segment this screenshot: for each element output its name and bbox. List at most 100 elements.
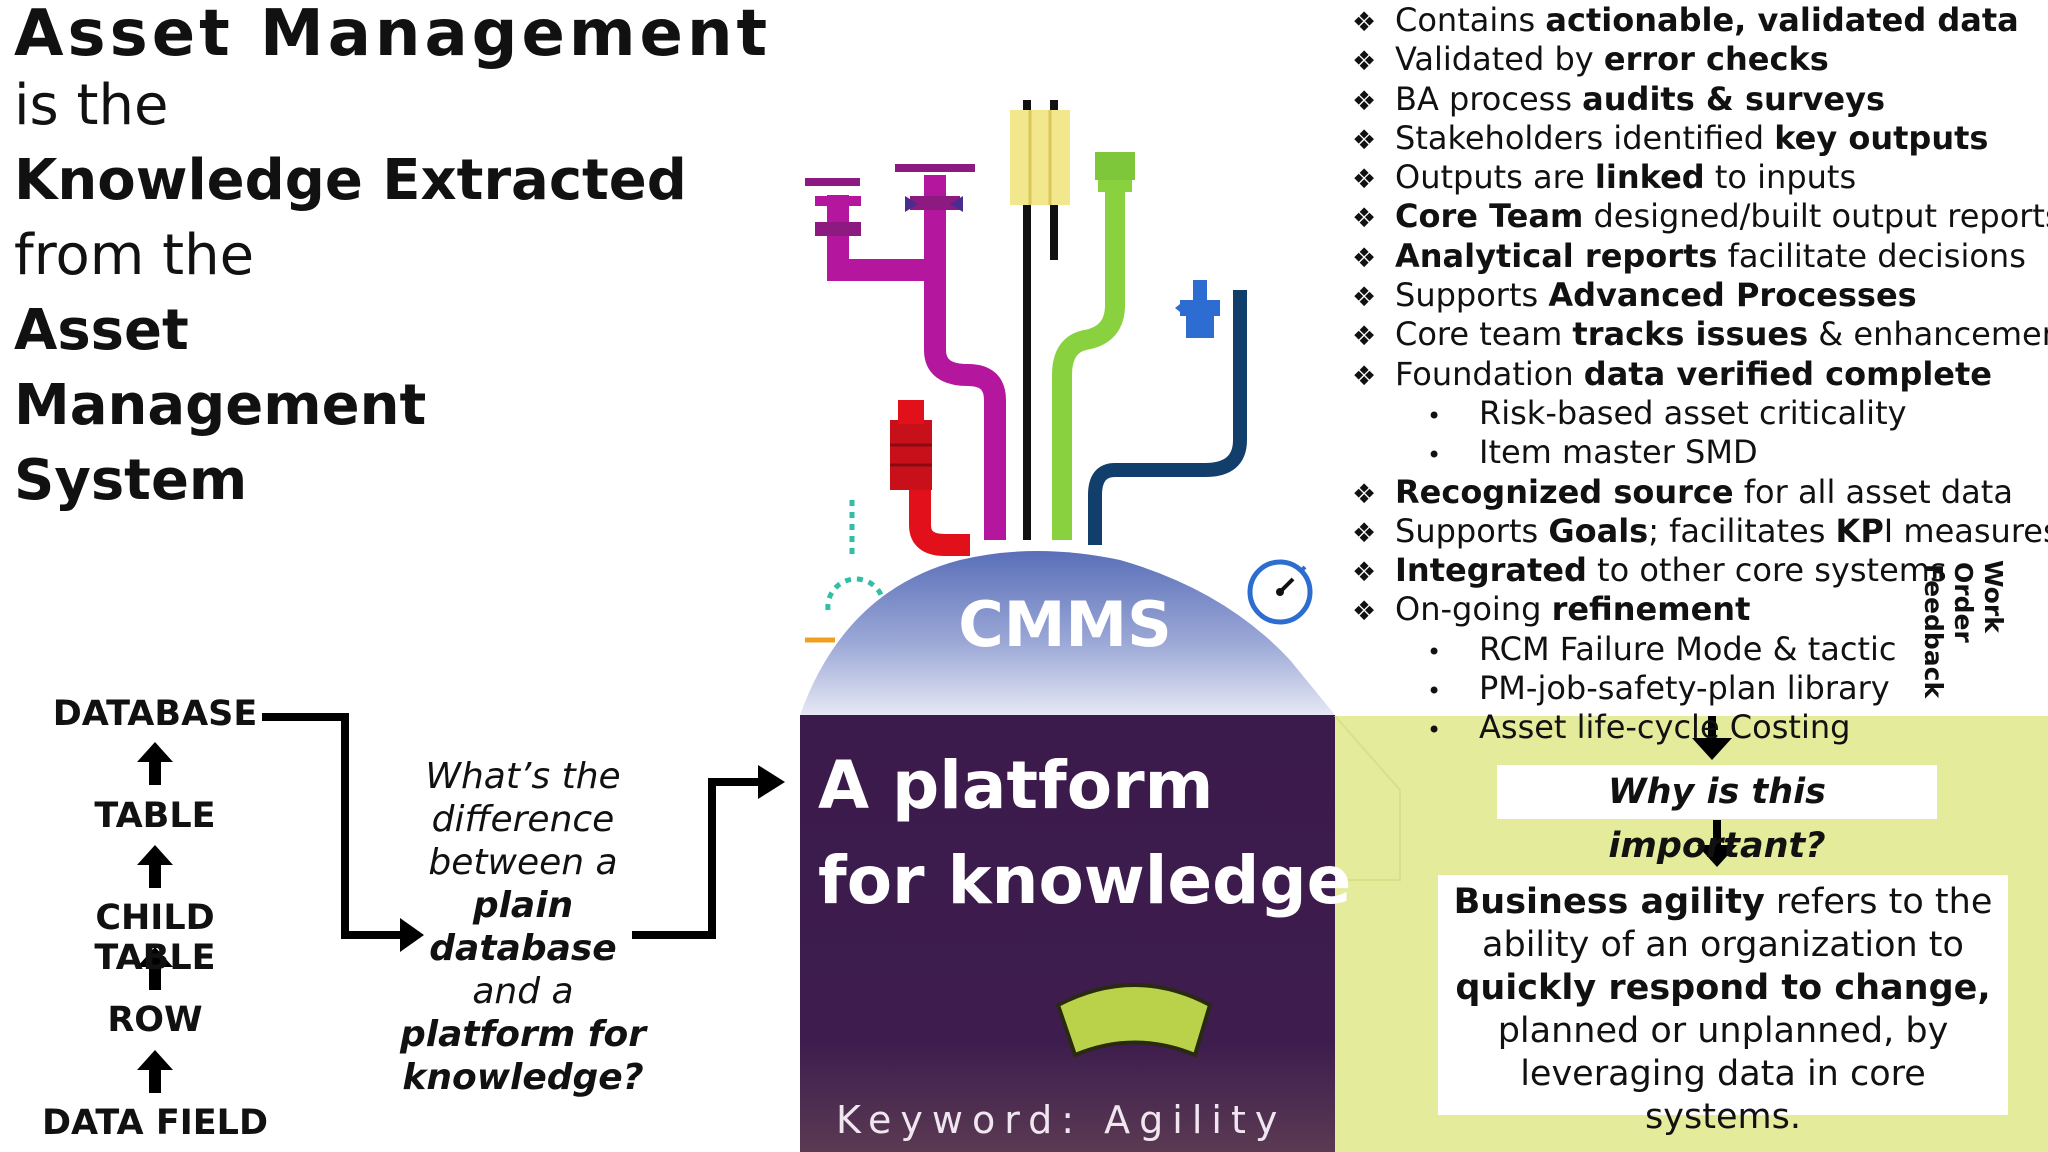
work-order-feedback-label: Work Order Feedback [1900,560,2048,700]
bullet-text: On-going [1395,590,1552,629]
diamond-bullet-icon: ❖ [1352,517,1377,549]
bullet-bold: error checks [1603,40,1829,79]
bullet-bold: Recognized source [1395,472,1734,511]
bullet-item: ❖ Integrated to other core systems [1352,552,2042,591]
vertical-label-line: Feedback [1919,564,1948,699]
bullet-item: ❖ Core team tracks issues & enhancements [1352,315,2048,355]
diamond-bullet-icon: ❖ [1352,164,1377,196]
title-block: Asset Management is the Knowledge Extrac… [14,0,774,518]
sub-bullet-item: •RCM Failure Mode & tactic [1352,631,2042,670]
question-line: What’s the [425,756,621,797]
question-line: database [429,928,617,969]
bullet-item: ❖On-going refinement [1352,591,2042,630]
smile-arc [1055,983,1213,1058]
up-arrow [137,947,173,990]
agility-bold: quickly respond to change, [1455,968,1991,1008]
sub-bullet-text: PM-job-safety-plan library [1479,669,1890,708]
bullet-bold: data verified complete [1583,354,1992,393]
feature-bullet-list: ❖Contains actionable, validated data ❖ Va… [1352,2,2048,749]
bullet-item: ❖ Foundation data verified complete [1352,356,2042,395]
diamond-bullet-icon: ❖ [1352,282,1377,314]
bullet-text: Core team [1395,315,1573,354]
green-pipe [1052,152,1135,540]
bullet-bold: Advanced Processes [1548,276,1917,315]
up-arrow [137,1050,173,1093]
agility-text: refers to the [1764,882,1993,922]
platform-box [800,715,1335,1152]
hierarchy-data-field: DATA FIELD [41,1103,269,1143]
connector-right [632,778,760,939]
dot-bullet-icon: • [1427,716,1442,745]
bullet-text: BA process [1395,79,1583,118]
sub-bullet-item: • PM-job-safety-plan library [1352,670,2042,709]
sub-bullet-item: • Item master SMD [1352,434,2042,473]
bullet-item: ❖Supports Goals; facilitates KPI measure… [1352,511,2048,552]
dot-bullet-icon: • [1427,441,1442,470]
bullet-bold: Analytical reports [1395,236,1718,275]
cmms-label: CMMS [958,588,1172,661]
bullet-item: ❖Contains actionable, validated data [1352,2,2042,41]
arrowhead-right [758,765,785,799]
title-line-asset: Asset [14,298,189,363]
diamond-bullet-icon: ❖ [1352,46,1377,78]
bullet-text: Foundation [1395,354,1584,393]
vertical-label-line: Work [1979,560,2008,633]
bullet-item: ❖Outputs are linked to inputs [1352,159,2042,198]
up-arrow [137,742,173,785]
diamond-bullet-icon: ❖ [1352,557,1377,589]
diamond-bullet-icon: ❖ [1352,203,1377,235]
sub-bullet-text: Item master SMD [1479,433,1758,472]
bullet-text: to other core systems [1586,551,1947,590]
business-agility-box: Business agility refers to the ability o… [1438,875,2008,1137]
bullet-text: Outputs are [1395,158,1595,197]
platform-title-line: A platform [818,747,1214,824]
hierarchy-table: TABLE [94,796,216,836]
question-line: knowledge? [402,1057,644,1098]
bullet-bold: refinement [1551,590,1751,629]
agility-bold: Business agility [1453,882,1765,922]
up-arrow [137,845,173,888]
diamond-bullet-icon: ❖ [1352,321,1377,353]
agility-text: ability of an organization to [1482,925,1964,965]
head-outline [1334,715,1401,881]
cmms-dome [800,551,1335,715]
agility-text: leveraging data in core systems. [1520,1054,1926,1137]
black-yellow-pipe [1010,100,1070,540]
bullet-text: & enhancements [1818,315,2048,354]
bullet-text: Validated by [1395,40,1604,79]
question-line: difference [431,799,615,840]
arrowhead-left [400,918,424,952]
bullet-bold: Integrated [1395,551,1587,590]
dot-bullet-icon: • [1427,677,1442,706]
sub-bullet-text: Asset life-cycle Costing [1479,708,1851,747]
bullet-bold: audits & surveys [1582,79,1886,118]
bullet-text: I measures [1883,511,2048,550]
bullet-item: ❖Analytical reports facilitate decisions [1352,238,2042,277]
bullet-text: for all asset data [1733,472,2013,511]
question-line: and a [472,971,574,1012]
bullet-text: designed/built output reports [1583,197,2048,236]
bullet-item: ❖Core Team designed/built output reports [1352,198,2048,237]
hierarchy-row: ROW [107,1000,203,1040]
gauge-icon [1247,559,1313,625]
title-main: Asset Management [14,0,772,71]
bullet-bold: key outputs [1774,118,1989,157]
bullet-text: ; facilitates [1648,511,1836,550]
question-text: What’s the difference between a plain da… [388,755,658,1099]
diamond-bullet-icon: ❖ [1352,360,1377,392]
sub-bullet-item: • Asset life-cycle Costing [1352,709,2042,748]
bullet-bold: tracks issues [1572,315,1809,354]
hierarchy-child-table: CHILD TABLE [94,898,216,978]
dot-bullet-icon: • [1427,401,1442,430]
keyword-label: Keyword: Agility [836,1098,1287,1142]
bullet-bold: linked [1594,158,1705,197]
sub-bullet-text: Risk-based asset criticality [1479,393,1907,432]
bullet-bold: KP [1835,511,1884,550]
platform-title: A platform for knowledge [818,738,1351,928]
title-line-knowledge: Knowledge Extracted [14,148,687,213]
bullet-bold: Goals [1548,511,1649,550]
bullet-item: ❖Supports Advanced Processes [1352,277,2042,316]
vertical-label-line: Order [1949,562,1978,643]
question-line: plain [472,885,574,926]
